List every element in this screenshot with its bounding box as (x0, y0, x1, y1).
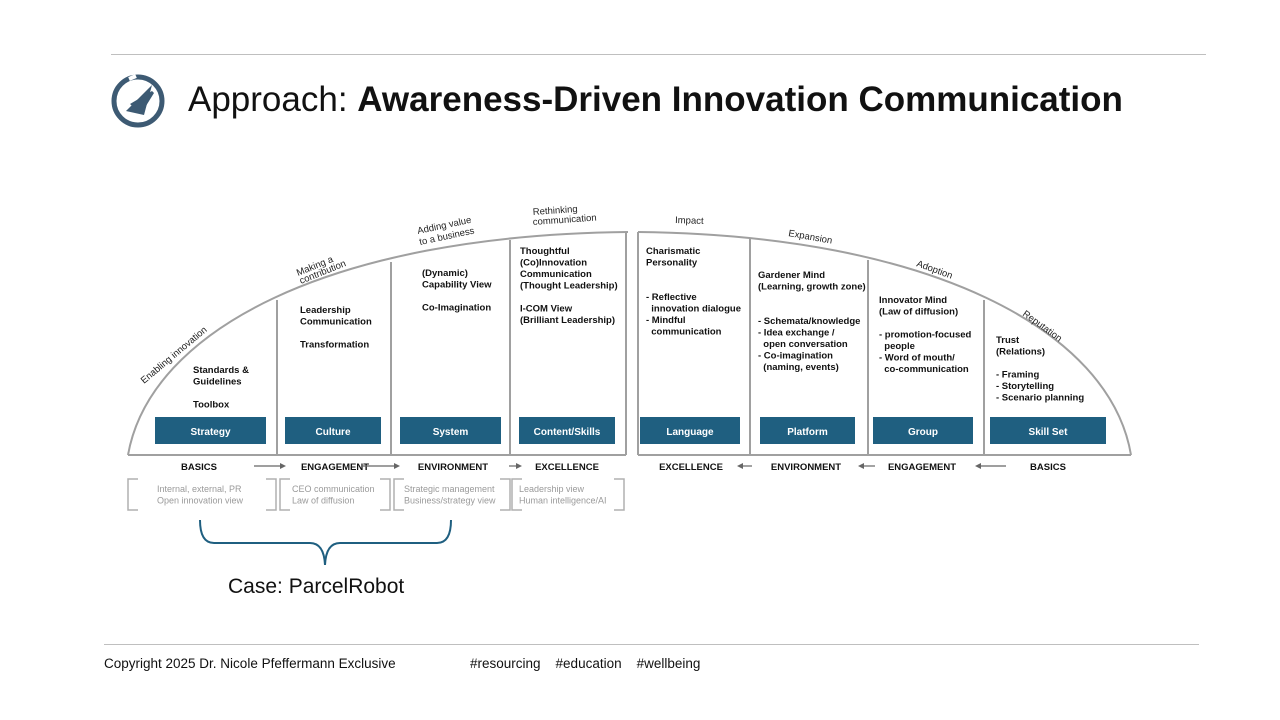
left-col-0-line-1: Guidelines (193, 377, 242, 388)
right-col-1-line-6: open conversation (758, 339, 848, 350)
right-box-0 (640, 417, 740, 444)
arrow-left-icon (975, 463, 1006, 469)
left-col-3-line-2: Communication (520, 269, 592, 280)
bottom-divider (104, 644, 1199, 645)
left-col-0-line-0: Standards & (193, 365, 249, 376)
left-box-label-1: Culture (316, 427, 351, 438)
left-col-2-line-1: Capability View (422, 280, 492, 291)
footer-copyright: Copyright 2025 Dr. Nicole Pfeffermann Ex… (104, 656, 396, 671)
left-col-0-line-3: Toolbox (193, 400, 230, 411)
left-col-2-line-0: (Dynamic) (422, 268, 468, 279)
left-col-3-line-0: Thoughtful (520, 246, 570, 257)
left-col-1-line-1: Communication (300, 317, 372, 328)
bottom-note-bracket-3 (511, 478, 625, 511)
top-divider (111, 54, 1206, 55)
right-col-2-line-4: people (879, 341, 915, 352)
right-level-1: ENVIRONMENT (771, 462, 841, 473)
left-col-3-line-5: I-COM View (520, 304, 573, 315)
left-box-label-0: Strategy (190, 427, 230, 438)
arrow-right-icon (509, 463, 522, 469)
arrow-left-icon (858, 463, 875, 469)
page-title: Approach: Awareness-Driven Innovation Co… (188, 78, 1123, 122)
arc-label-impact: Impact (675, 215, 704, 227)
case-brace (199, 519, 452, 566)
right-box-label-0: Language (666, 427, 714, 438)
left-col-3-line-6: (Brilliant Leadership) (520, 315, 615, 326)
right-col-0-line-0: Charismatic (646, 246, 700, 257)
right-col-0-line-4: - Reflective (646, 292, 697, 303)
left-col-2-line-3: Co-Imagination (422, 303, 491, 314)
right-col-2-line-5: - Word of mouth/ (879, 353, 955, 364)
right-col-2-line-6: co-communication (879, 364, 969, 375)
arrow-right-icon (254, 463, 286, 469)
left-box-3 (519, 417, 615, 444)
bottom-note-bracket-2 (393, 478, 511, 511)
left-col-1-line-0: Leadership (300, 305, 351, 316)
footer-hashtags: #resourcing #education #wellbeing (470, 656, 701, 671)
bottom-note-3-1: Human intelligence/AI (519, 496, 607, 506)
right-level-2: ENGAGEMENT (888, 462, 956, 473)
left-box-1 (285, 417, 381, 444)
title-bold: Awareness-Driven Innovation Communicatio… (357, 80, 1123, 119)
right-col-3-line-4: - Storytelling (996, 381, 1054, 392)
left-level-1: ENGAGEMENT (301, 462, 369, 473)
right-box-label-1: Platform (787, 427, 828, 438)
arc-label-rethinking-1: Rethinking (532, 204, 578, 218)
left-level-3: EXCELLENCE (535, 462, 599, 473)
left-box-label-2: System (433, 427, 469, 438)
right-col-2-line-1: (Law of diffusion) (879, 307, 958, 318)
arrow-left-icon (737, 463, 752, 469)
right-col-1-line-7: - Co-imagination (758, 351, 833, 362)
left-level-0: BASICS (181, 462, 217, 473)
right-col-1-line-0: Gardener Mind (758, 270, 825, 281)
right-box-2 (873, 417, 973, 444)
right-col-0-line-5: innovation dialogue (646, 304, 741, 315)
right-col-2-line-0: Innovator Mind (879, 295, 947, 306)
right-col-3-line-3: - Framing (996, 370, 1039, 381)
bottom-note-0-0: Internal, external, PR (157, 484, 242, 494)
right-col-3-line-1: (Relations) (996, 347, 1045, 358)
right-col-0-line-7: communication (646, 327, 722, 338)
right-box-3 (990, 417, 1106, 444)
left-level-2: ENVIRONMENT (418, 462, 488, 473)
right-box-label-2: Group (908, 427, 938, 438)
right-col-1-line-4: - Schemata/knowledge (758, 316, 860, 327)
left-box-2 (400, 417, 501, 444)
left-col-1-line-3: Transformation (300, 340, 369, 351)
left-box-0 (155, 417, 266, 444)
right-level-3: BASICS (1030, 462, 1066, 473)
bottom-note-3-0: Leadership view (519, 484, 585, 494)
right-col-3-line-5: - Scenario planning (996, 393, 1084, 404)
bottom-note-1-0: CEO communication (292, 484, 375, 494)
bottom-note-bracket-0 (127, 478, 277, 511)
right-col-0-line-6: - Mindful (646, 315, 686, 326)
right-col-2-line-3: - promotion-focused (879, 330, 972, 341)
arc-label-adoption: Adoption (915, 258, 954, 281)
bottom-note-1-1: Law of diffusion (292, 496, 354, 506)
bottom-note-bracket-1 (279, 478, 391, 511)
right-level-0: EXCELLENCE (659, 462, 723, 473)
right-col-1-line-1: (Learning, growth zone) (758, 282, 866, 293)
right-col-1-line-8: (naming, events) (758, 362, 839, 373)
left-col-3-line-1: (Co)Innovation (520, 258, 587, 269)
right-col-3-line-0: Trust (996, 335, 1020, 346)
bottom-note-2-0: Strategic management (404, 484, 495, 494)
right-col-1-line-5: - Idea exchange / (758, 328, 835, 339)
arc-label-reputation: Reputation (1020, 309, 1064, 345)
title-prefix: Approach: (188, 80, 358, 119)
left-col-3-line-3: (Thought Leadership) (520, 281, 618, 292)
bottom-note-0-1: Open innovation view (157, 496, 244, 506)
right-col-0-line-1: Personality (646, 258, 698, 269)
arrow-right-icon (362, 463, 400, 469)
arc-label-rethinking-2: communication (532, 213, 597, 228)
right-box-1 (760, 417, 855, 444)
left-box-label-3: Content/Skills (534, 427, 601, 438)
bottom-note-2-1: Business/strategy view (404, 496, 496, 506)
right-box-label-3: Skill Set (1029, 427, 1069, 438)
case-label: Case: ParcelRobot (228, 575, 405, 598)
